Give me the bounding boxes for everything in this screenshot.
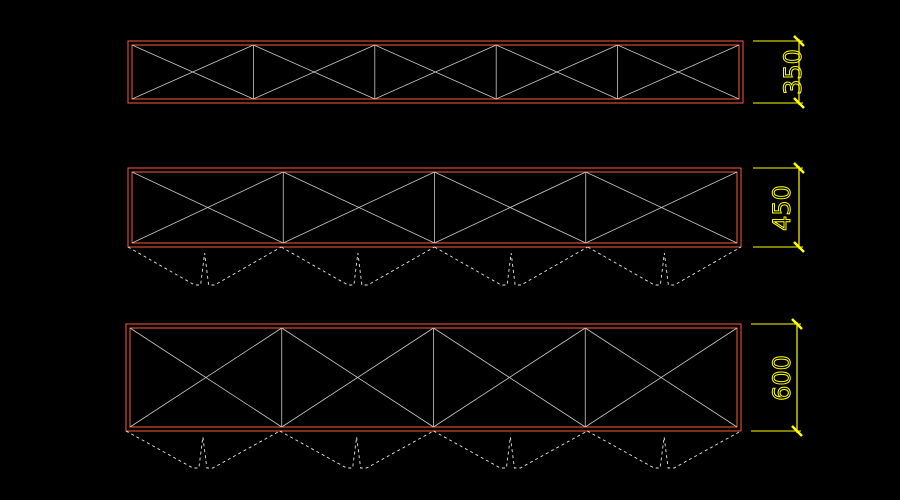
tick-mark [793,241,805,253]
bay-cross-bracing [129,327,738,428]
hopper-outline [434,246,588,286]
hopper-outline [127,246,282,286]
tick-mark [791,318,803,330]
diagonal-brace [496,44,618,100]
bay-cross-bracing [131,44,740,100]
hopper-outline [279,430,434,469]
hopper-outline [587,246,742,286]
diagonal-brace [433,327,586,428]
dimension-marker [751,318,803,437]
diagonal-brace [585,327,738,428]
hopper-outline [433,430,588,469]
dimension-marker [753,35,805,109]
diagonal-brace [253,44,375,100]
diagonal-brace [434,171,586,244]
hopper-dashed-outline [127,246,742,286]
panel-350: 350 [127,35,808,109]
hopper-outline [281,246,435,286]
tick-mark [793,97,805,109]
dimension-label: 450 [768,185,796,231]
diagonal-brace [129,327,282,428]
hopper-dashed-outline [125,430,742,469]
diagonal-brace [283,171,435,244]
diagonal-brace [617,44,740,100]
diagonal-brace [131,171,284,244]
tick-mark [791,425,803,437]
tick-mark [793,35,805,47]
diagonal-brace [374,44,497,100]
diagonal-brace [585,171,738,244]
panel-inner-outline [131,44,740,100]
diagonal-brace [131,44,254,100]
panel-outer-outline [127,40,744,104]
tick-mark [793,162,805,174]
dimension-marker [753,162,805,253]
hopper-outline [587,430,742,469]
dimension-label: 600 [768,355,796,401]
bay-cross-bracing [131,171,738,244]
panel-450: 450 [127,162,805,286]
diagonal-brace [281,327,434,428]
panel-600: 600 [125,318,803,469]
dimension-label: 350 [779,49,807,95]
hopper-outline [125,430,280,469]
